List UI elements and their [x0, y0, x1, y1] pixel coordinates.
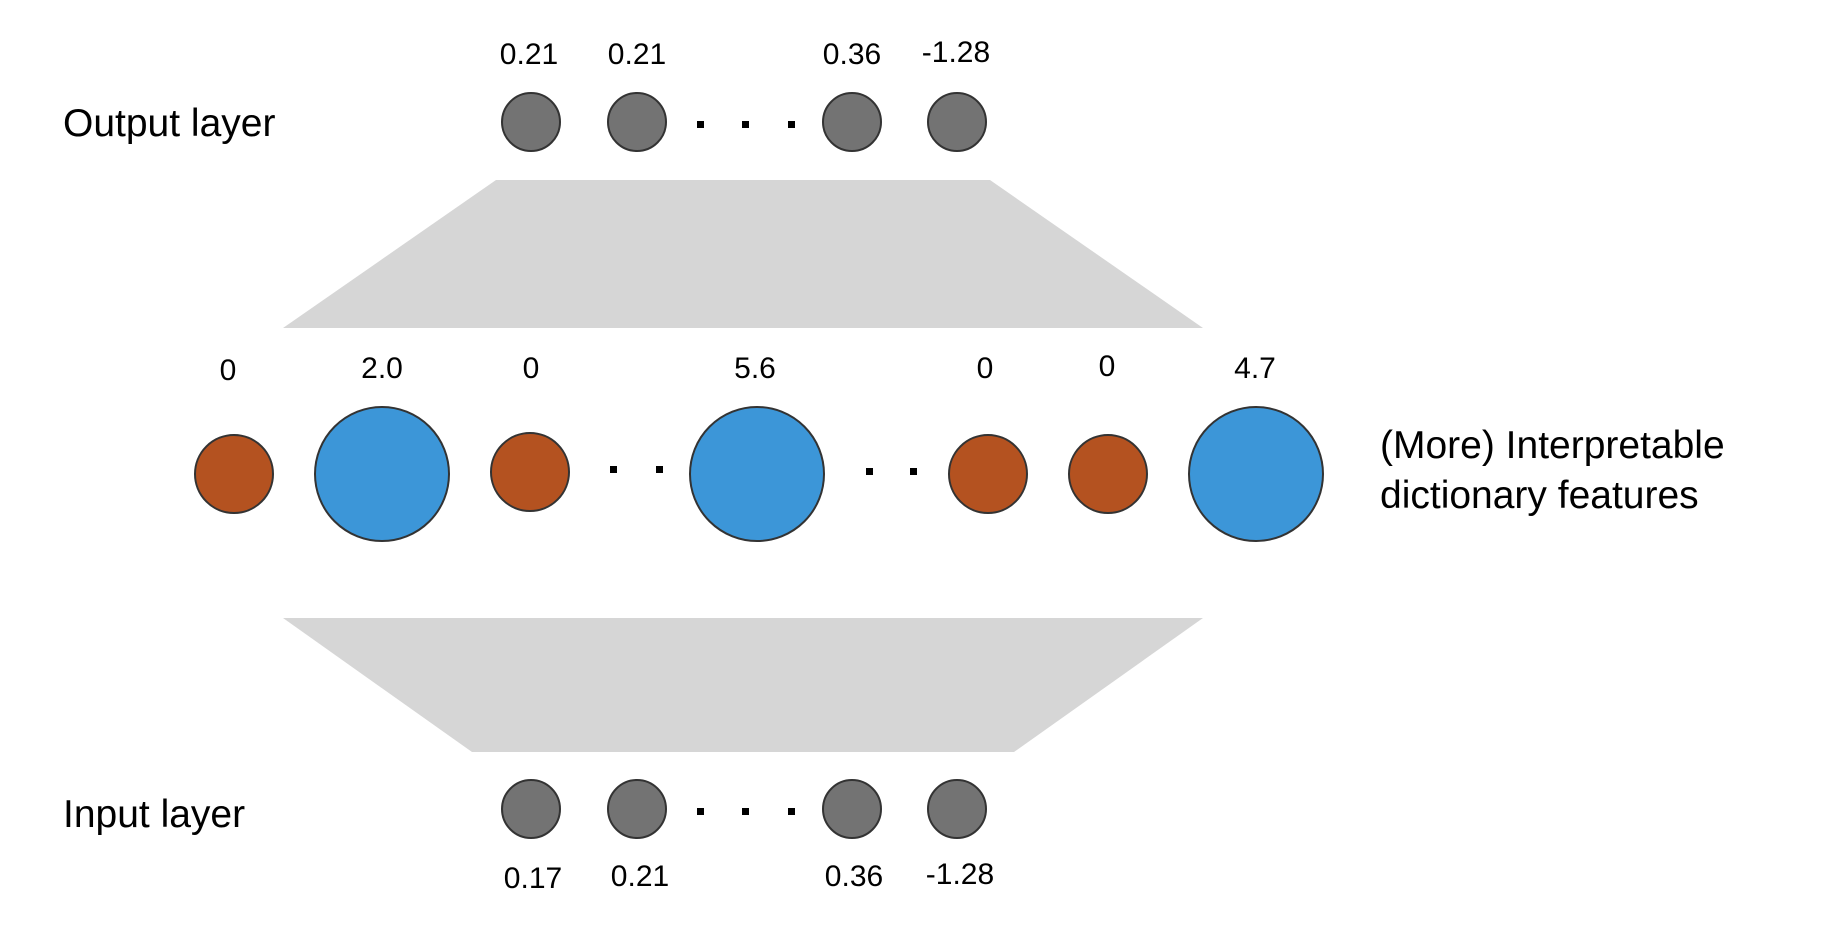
feature-value: 2.0: [361, 352, 403, 385]
input-node: [822, 779, 882, 839]
output-layer-label: Output layer: [63, 102, 275, 145]
output-ellipsis: [697, 121, 795, 128]
inactive-feature-node: [1068, 434, 1148, 514]
input-node: [501, 779, 561, 839]
inactive-feature-node: [194, 434, 274, 514]
features-label-line2: dictionary features: [1380, 474, 1699, 517]
feature-value: 0: [220, 354, 237, 387]
feature-layer: 0 2.0 0 5.6 0 0 4.7: [194, 350, 1324, 542]
feature-value: 4.7: [1234, 352, 1276, 385]
active-feature-node: [689, 406, 825, 542]
input-node: [607, 779, 667, 839]
active-feature-node: [1188, 406, 1324, 542]
input-layer-label: Input layer: [63, 793, 245, 836]
input-value: -1.28: [926, 858, 994, 891]
feature-value: 0: [523, 352, 540, 385]
feature-value: 0: [1099, 350, 1116, 383]
output-layer: 0.21 0.21 0.36 -1.28: [500, 36, 990, 152]
decoder-trapezoid: [283, 180, 1203, 328]
output-value: 0.21: [500, 38, 558, 71]
feature-ellipsis: [866, 468, 917, 475]
output-value: 0.36: [823, 38, 881, 71]
output-node: [607, 92, 667, 152]
feature-ellipsis: [610, 466, 663, 473]
active-feature-node: [314, 406, 450, 542]
inactive-feature-node: [948, 434, 1028, 514]
output-value: 0.21: [608, 38, 666, 71]
output-value: -1.28: [922, 36, 990, 69]
features-label-line1: (More) Interpretable: [1380, 424, 1725, 467]
input-node: [927, 779, 987, 839]
input-value: 0.17: [504, 862, 562, 895]
encoder-trapezoid: [283, 618, 1203, 752]
input-layer: 0.17 0.21 0.36 -1.28: [501, 779, 994, 895]
input-ellipsis: [697, 808, 795, 815]
feature-value: 0: [977, 352, 994, 385]
input-value: 0.36: [825, 860, 883, 893]
input-value: 0.21: [611, 860, 669, 893]
inactive-feature-node: [490, 432, 570, 512]
output-node: [927, 92, 987, 152]
output-node: [822, 92, 882, 152]
output-node: [501, 92, 561, 152]
feature-value: 5.6: [734, 352, 776, 385]
